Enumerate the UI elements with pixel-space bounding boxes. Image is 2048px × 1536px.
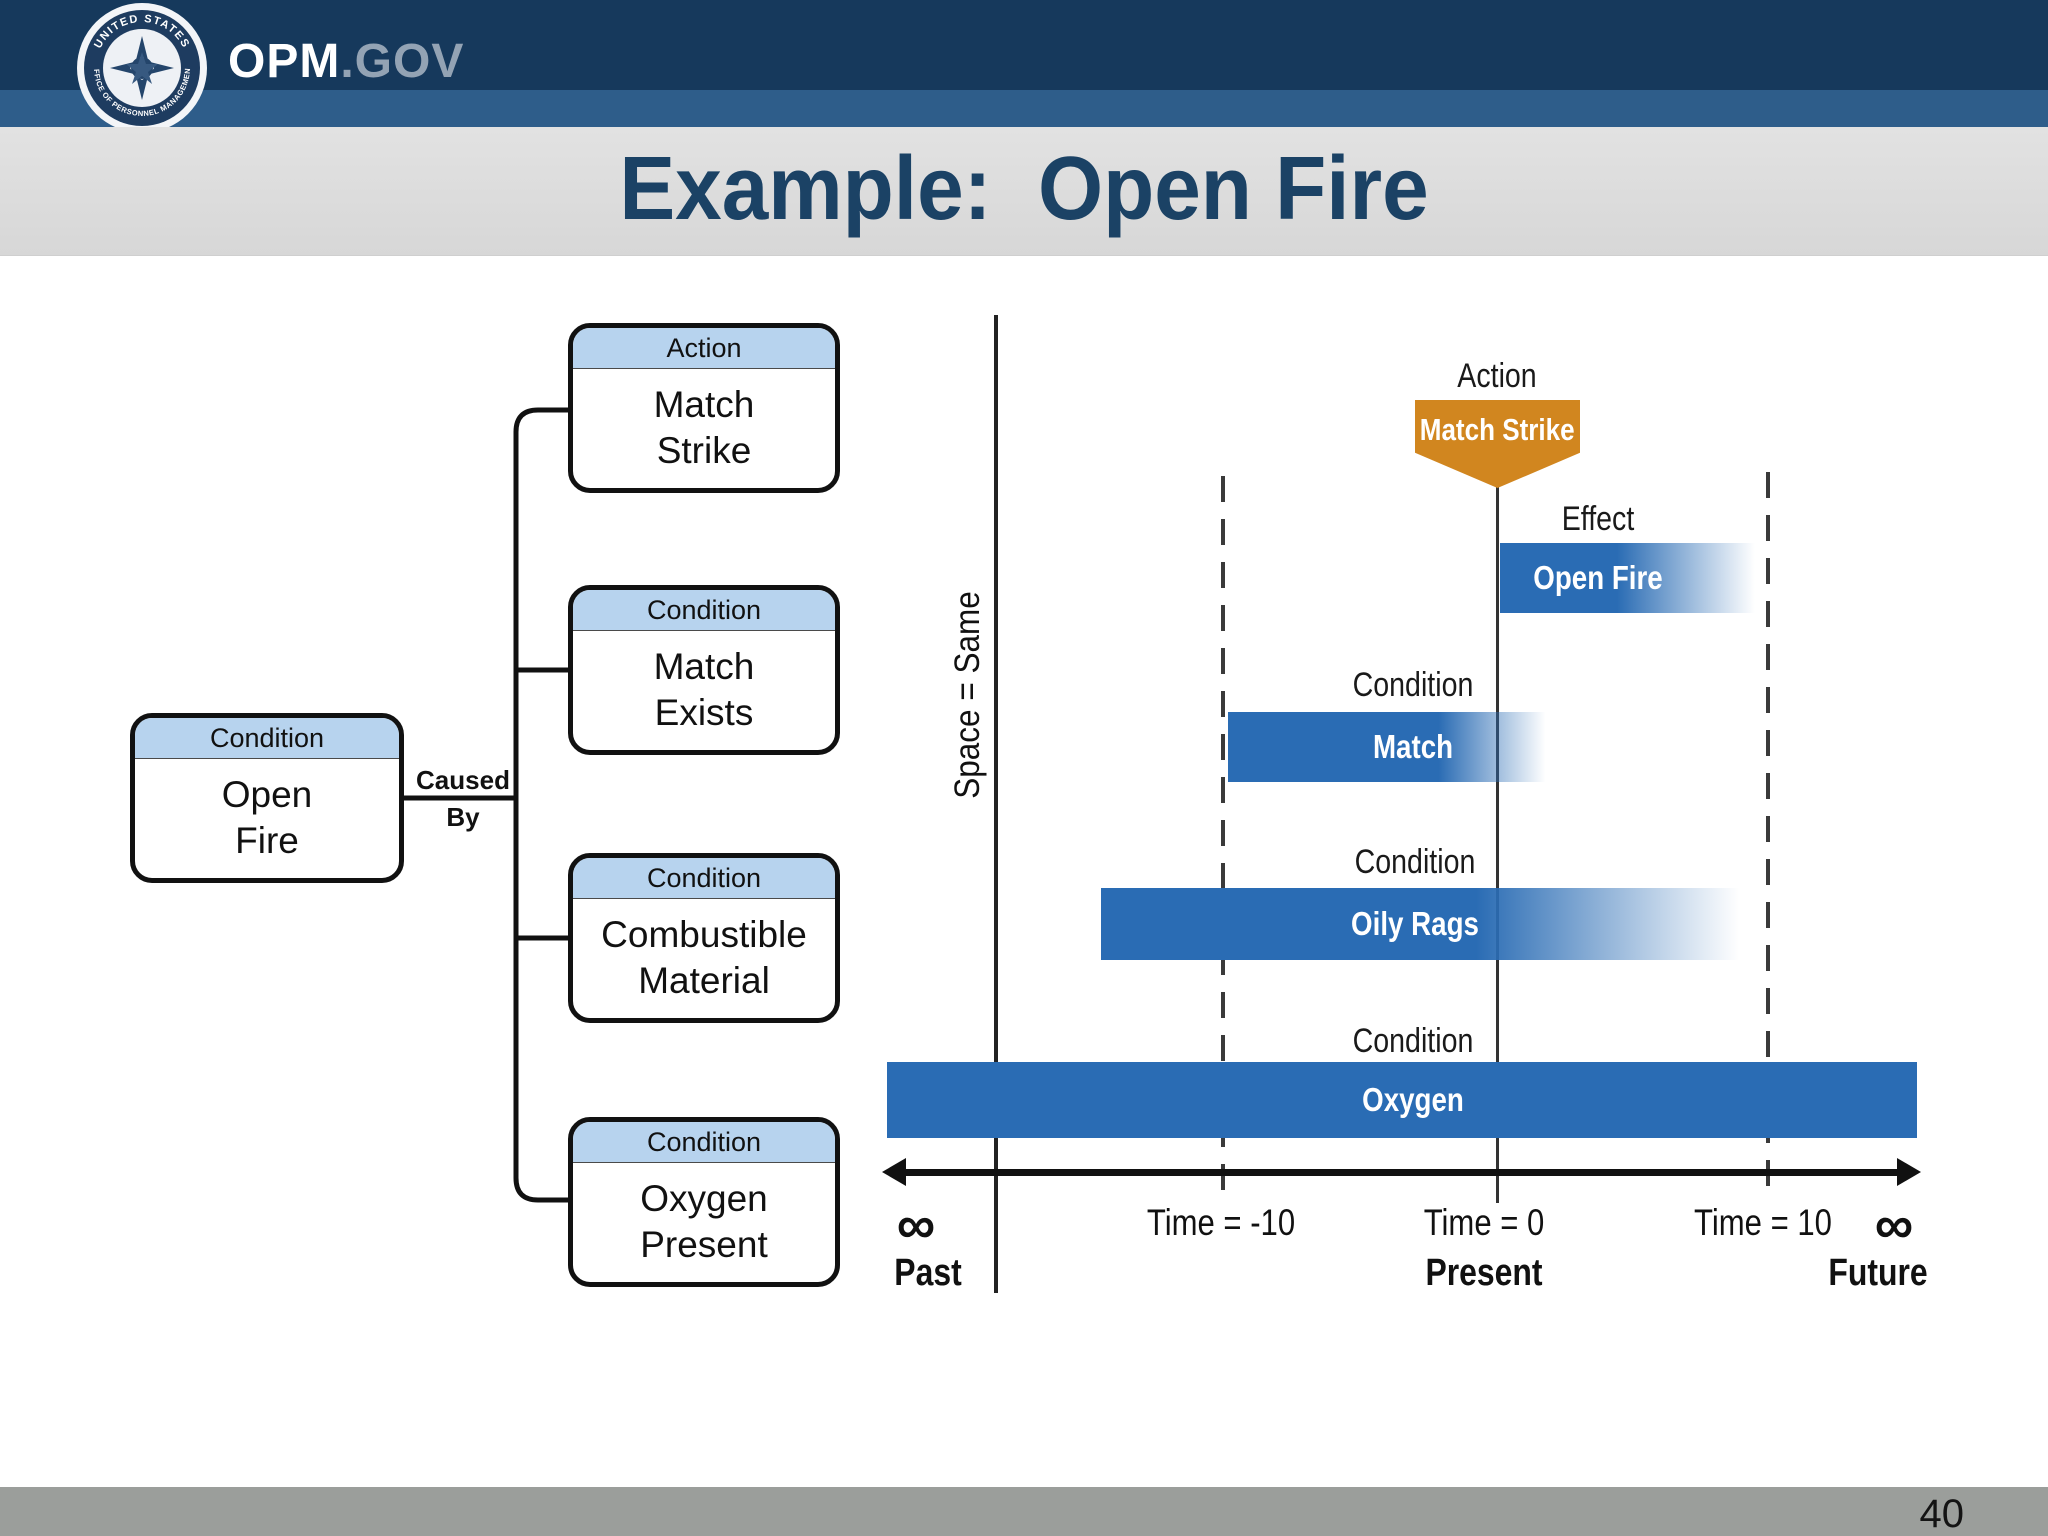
condition-caption-oxygen: Condition [1352,1022,1474,1060]
past-label: Past [894,1252,962,1294]
box-header: Condition [573,590,835,631]
brand-gov: .GOV [340,35,465,88]
flowchart-box-open-fire: Condition Open Fire [130,713,404,883]
oily-rags-bar-label: Oily Rags [1351,905,1479,942]
caused-by-label-line1: Caused [416,765,510,795]
seal-eagle-icon [110,36,174,100]
title-band [0,127,2048,256]
effect-caption: Effect [1561,500,1635,538]
flowchart-box-oxygen-present: Condition Oxygen Present [568,1117,840,1287]
time-axis-line [900,1169,1903,1176]
box-header: Condition [135,718,399,759]
box-line2: Strike [656,430,752,471]
box-line2: Exists [654,692,754,733]
page-title: Example: Open Fire [619,139,1429,239]
box-line2: Material [638,960,770,1001]
caused-by-label-line2: By [446,802,480,832]
flowchart-box-match-exists: Condition Match Exists [568,585,840,755]
time-axis-left-arrowhead-icon [882,1158,906,1186]
oxygen-condition-bar: Oxygen [887,1062,1917,1138]
box-line1: Combustible [601,913,807,955]
box-header: Condition [573,858,835,899]
box-line1: Match [653,645,755,687]
opm-gov-logo: OPM.GOV [228,34,464,89]
future-label: Future [1828,1252,1928,1294]
flowchart-box-combustible-material: Condition Combustible Material [568,853,840,1023]
box-body: Oxygen Present [573,1163,835,1281]
open-fire-bar-label: Open Fire [1533,559,1663,596]
action-caption: Action [1457,357,1537,395]
footer-bar [0,1487,2048,1536]
header-navy-bar [0,0,2048,90]
match-bar-label: Match [1372,728,1454,765]
oxygen-bar-label: Oxygen [1362,1081,1464,1118]
header-blue-band [0,90,2048,127]
match-strike-pointer: Match Strike [1415,400,1580,488]
open-fire-effect-bar: Open Fire [1500,543,1760,613]
page-number: 40 [1919,1492,1965,1536]
box-body: Combustible Material [573,899,835,1017]
time-axis-right-arrowhead-icon [1897,1158,1921,1186]
match-condition-bar: Match [1228,712,1552,782]
box-line1: Match [653,383,755,425]
box-header: Condition [573,1122,835,1163]
time-minus10-dashed-line [1221,476,1225,1203]
condition-caption-oily-rags: Condition [1354,843,1476,881]
tick-time-minus10: Time = -10 [1146,1202,1296,1243]
flowchart-box-match-strike: Action Match Strike [568,323,840,493]
present-label: Present [1425,1252,1543,1294]
past-infinity-symbol: ∞ [896,1195,936,1255]
box-line1: Open [221,773,313,815]
time-plus10-dashed-line [1766,472,1770,1203]
space-axis-label: Space = Same [948,591,987,799]
oily-rags-condition-bar: Oily Rags [1101,888,1759,960]
future-infinity-symbol: ∞ [1874,1195,1914,1255]
box-line2: Present [640,1224,768,1265]
tick-time-plus10: Time = 10 [1694,1202,1832,1243]
box-body: Match Strike [573,369,835,487]
opm-seal-icon: UNITED STATES OFFICE OF PERSONNEL MANAGE… [76,2,207,133]
match-strike-pointer-label: Match Strike [1420,412,1575,447]
condition-caption-match: Condition [1352,666,1474,704]
box-line1: Oxygen [640,1177,768,1219]
space-axis-line [994,315,998,1293]
brand-opm: OPM [228,35,341,88]
box-body: Open Fire [135,759,399,877]
time-zero-line [1496,487,1499,1203]
tick-time-zero: Time = 0 [1423,1202,1545,1243]
box-header: Action [573,328,835,369]
box-line2: Fire [235,820,299,861]
box-body: Match Exists [573,631,835,749]
